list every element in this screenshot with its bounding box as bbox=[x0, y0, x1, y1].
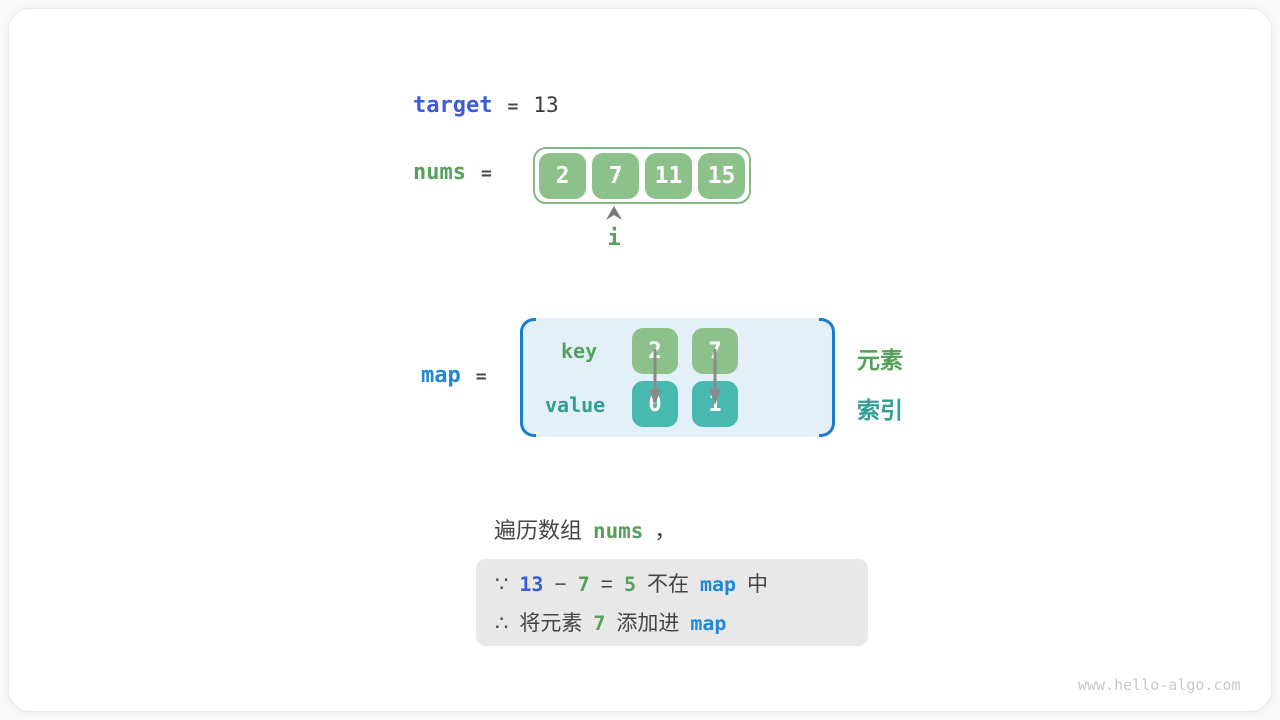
nums-cell: 7 bbox=[592, 152, 639, 199]
text-segment: 不在 bbox=[646, 573, 689, 596]
target-value: 13 bbox=[533, 93, 559, 117]
index-pointer-label: i bbox=[607, 226, 621, 251]
target-assignment: target = 13 bbox=[413, 93, 559, 118]
right-bracket bbox=[819, 318, 835, 437]
equals-sign: = bbox=[480, 163, 492, 184]
index-pointer-arrow-icon bbox=[606, 206, 622, 225]
equals-sign: = bbox=[475, 366, 487, 387]
text-segment: 5 bbox=[623, 572, 636, 596]
text-segment: 7 bbox=[593, 611, 606, 635]
element-side-label: 元素 bbox=[857, 347, 903, 373]
text-segment: − bbox=[554, 573, 567, 596]
left-bracket bbox=[520, 318, 536, 437]
text-segment: ∴ bbox=[495, 612, 509, 635]
equals-sign: = bbox=[507, 96, 519, 117]
map-container: key value 2 7 0 1 bbox=[520, 318, 835, 437]
nums-variable-name: nums bbox=[413, 160, 466, 185]
text-segment: 遍历数组 bbox=[494, 518, 583, 543]
value-row-label: value bbox=[545, 393, 606, 417]
text-segment: ， bbox=[654, 518, 677, 543]
text-segment: 7 bbox=[577, 572, 590, 596]
watermark: www.hello-algo.com bbox=[1078, 676, 1241, 694]
caption-line: 遍历数组 nums ， bbox=[494, 513, 676, 545]
target-variable-name: target bbox=[413, 93, 493, 118]
text-segment: 中 bbox=[746, 573, 768, 596]
nums-cell: 11 bbox=[645, 152, 692, 199]
text-segment: = bbox=[600, 573, 613, 596]
note-line-therefore: ∴ 将元素 7 添加进 map bbox=[495, 607, 849, 637]
key-to-value-arrow-icon bbox=[649, 349, 661, 410]
nums-cell: 2 bbox=[539, 152, 586, 199]
nums-array: 2 7 11 15 bbox=[533, 147, 751, 204]
map-key-cell: 7 bbox=[692, 328, 738, 374]
map-variable-name: map bbox=[421, 363, 461, 388]
nums-cell: 15 bbox=[698, 152, 745, 199]
nums-assignment: nums = bbox=[413, 160, 492, 185]
text-segment: ∵ bbox=[495, 573, 509, 596]
note-line-because: ∵ 13−7 = 5 不在 map 中 bbox=[495, 568, 849, 598]
text-segment: 13 bbox=[519, 572, 544, 596]
text-segment: 添加进 bbox=[616, 612, 680, 635]
text-segment: 将元素 bbox=[519, 612, 583, 635]
key-to-value-arrow-icon bbox=[709, 349, 721, 410]
map-assignment: map = bbox=[421, 363, 487, 388]
text-segment: map bbox=[690, 611, 727, 635]
key-row-label: key bbox=[561, 339, 598, 363]
index-side-label: 索引 bbox=[857, 397, 903, 423]
text-segment: nums bbox=[593, 519, 644, 543]
text-segment: map bbox=[699, 572, 736, 596]
